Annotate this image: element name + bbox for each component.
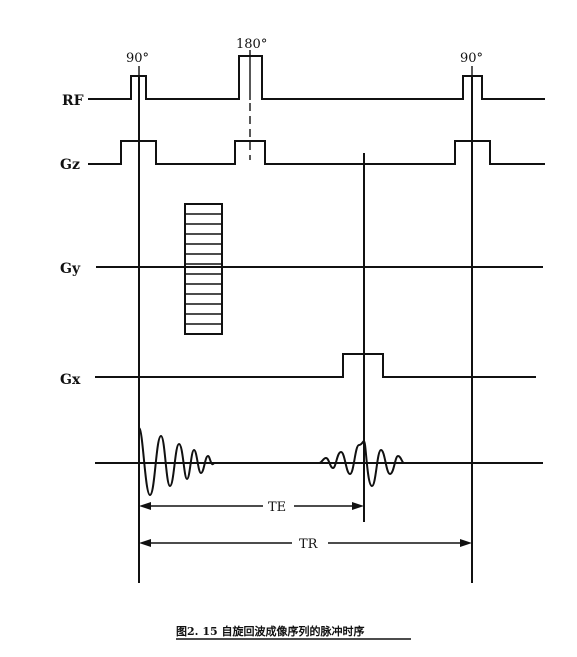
gz-label: Gz (60, 157, 80, 173)
te-interval-arrow (139, 502, 364, 510)
pulse-label-90-next: 90° (460, 51, 483, 66)
gx-label: Gx (60, 372, 81, 388)
gz-waveform (88, 140, 545, 165)
te-label: TE (268, 500, 286, 515)
gy-phase-encoding-table (184, 203, 223, 335)
echo-signal (318, 439, 405, 488)
pulse-label-90-first: 90° (126, 51, 149, 66)
fid-signal (138, 426, 215, 497)
figure-caption: 图2. 15 自旋回波成像序列的脉冲时序 (176, 624, 364, 638)
pulse-label-180: 180° (236, 37, 267, 52)
tr-interval-arrow (139, 539, 472, 547)
rf-label: RF (62, 93, 84, 109)
gy-label: Gy (60, 261, 81, 277)
gx-waveform (95, 353, 536, 378)
tr-label: TR (299, 537, 319, 552)
